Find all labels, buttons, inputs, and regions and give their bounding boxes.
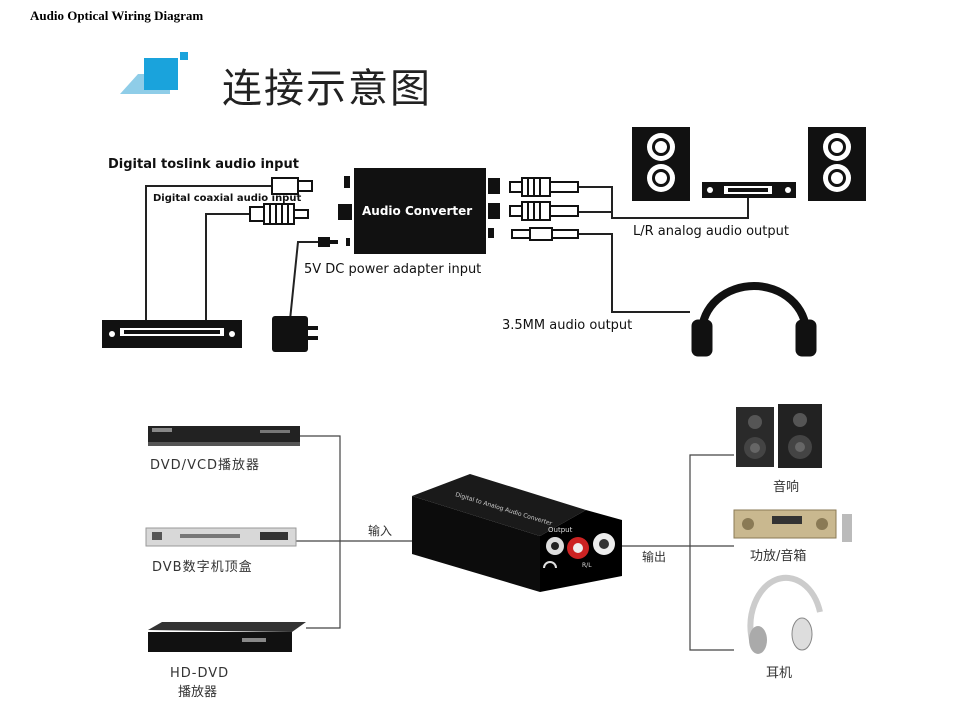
dvd-player-icon: [102, 320, 242, 348]
headphones-icon: [691, 282, 817, 357]
converter-label: Audio Converter: [362, 204, 472, 218]
amplifier-icon: [702, 182, 796, 198]
dvb-set-top-box-label: DVB数字机顶盒: [152, 560, 253, 575]
audio-converter-box: Audio Converter: [338, 168, 500, 254]
output-label: 输出: [642, 550, 667, 564]
power-input-label: 5V DC power adapter input: [304, 262, 482, 277]
dvd-vcd-player-label: DVD/VCD播放器: [150, 458, 261, 473]
bookshelf-speakers-icon: [736, 404, 822, 468]
analog-output-label: L/R analog audio output: [633, 224, 789, 239]
amplifier-speaker-label: 功放/音箱: [750, 549, 807, 564]
digital-to-analog-converter-device: Output R/L Digital to Analog Audio Conve…: [412, 474, 622, 592]
hd-dvd-label-line1: HD-DVD: [170, 666, 230, 681]
dc-plug-icon: [318, 237, 338, 247]
speakers-label: 音响: [773, 480, 800, 495]
speaker-right-icon: [808, 127, 866, 201]
input-label: 输入: [368, 524, 393, 538]
device-output-text: Output: [548, 526, 573, 534]
dvb-set-top-box-icon: [145, 527, 297, 547]
toslink-plug-icon: [271, 177, 313, 195]
hd-dvd-player-icon: [148, 622, 306, 652]
coaxial-rca-plug-icon: [249, 203, 309, 225]
headphone-output-label: 3.5MM audio output: [502, 318, 633, 333]
headphones-label: 耳机: [766, 666, 793, 681]
device-rl-text: R/L: [582, 562, 592, 569]
dvd-vcd-player-icon: [148, 426, 300, 446]
power-adapter-icon: [272, 316, 318, 352]
page-title: Audio Optical Wiring Diagram: [30, 8, 204, 23]
amplifier-receiver-icon: [733, 509, 852, 542]
headset-icon: [747, 574, 823, 654]
top-wires: [145, 185, 749, 345]
speaker-left-icon: [632, 127, 690, 201]
output-rca-plugs-icon: [509, 177, 579, 241]
coaxial-input-label: Digital coaxial audio input: [153, 193, 302, 204]
section-title: 连接示意图: [222, 66, 432, 112]
section-logo-icon: [120, 52, 188, 94]
toslink-input-label: Digital toslink audio input: [108, 157, 299, 172]
hd-dvd-label-line2: 播放器: [178, 685, 218, 700]
